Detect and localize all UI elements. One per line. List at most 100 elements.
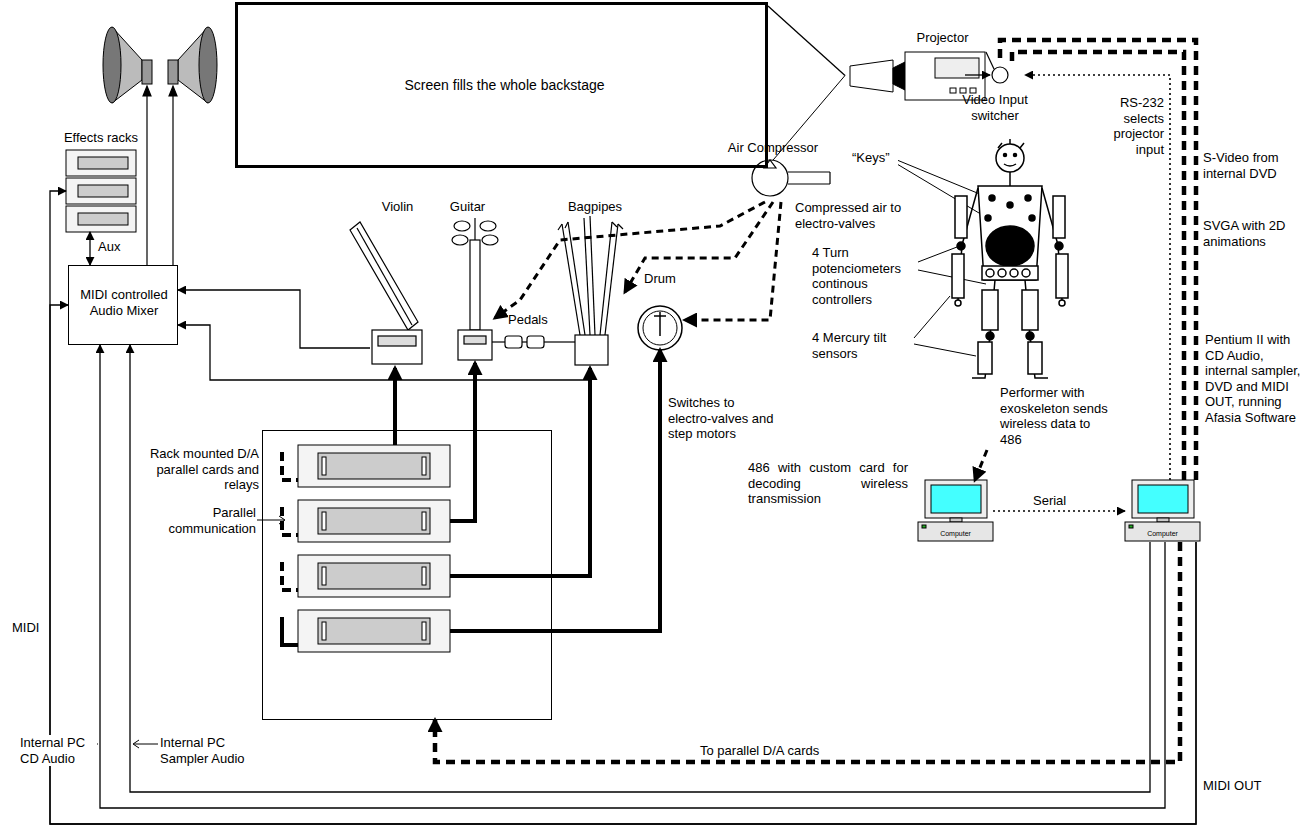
leader-lines <box>134 744 158 745</box>
performer-figure <box>1025 195 1031 201</box>
drum: Drum <box>635 270 685 350</box>
bagpipes-drawing <box>605 224 618 335</box>
node-text: Bagpipes <box>560 199 630 215</box>
switcher-icon <box>986 52 994 69</box>
performer-figure <box>1059 300 1065 306</box>
connector <box>100 345 1165 808</box>
connector <box>178 325 590 380</box>
annotation-label: MIDI <box>12 620 46 636</box>
computer-pentium-drawing <box>1138 485 1188 513</box>
connector <box>178 290 370 348</box>
violin-drawing <box>372 330 422 364</box>
air-compressor-drawing <box>788 183 830 184</box>
connector <box>89 232 90 265</box>
projector-drawing <box>850 60 893 92</box>
air-compressor: Air Compressor <box>728 140 818 202</box>
switcher-icon <box>986 52 1008 83</box>
performer-figure <box>952 254 964 298</box>
audio-mixer: MIDI controlled Audio Mixer <box>68 265 178 345</box>
speaker-feeds <box>143 86 151 96</box>
rack-units <box>298 610 450 652</box>
connector <box>50 305 1196 824</box>
air-compressor-drawing <box>829 172 830 184</box>
performer-figure <box>1004 164 1016 166</box>
parallel-bus <box>282 452 298 480</box>
performer-figure <box>955 196 967 238</box>
guitar-drawing <box>474 218 475 240</box>
performer-figure <box>1004 154 1007 157</box>
node-text: Projector <box>895 30 990 46</box>
speakers <box>168 60 178 84</box>
performer-figure <box>982 290 998 330</box>
leader-lines <box>914 296 950 338</box>
effects-rack-units <box>66 150 136 176</box>
computer-pentium-drawing <box>1125 522 1200 541</box>
rack-units <box>422 622 426 640</box>
computer-pentium-drawing <box>1132 480 1194 518</box>
connector <box>130 345 1150 792</box>
computer-486-drawing <box>925 480 987 518</box>
bagpipes-drawing <box>590 216 595 335</box>
rack-units <box>422 512 426 530</box>
performer-figure <box>998 269 1006 277</box>
guitar-drawing <box>464 336 486 344</box>
guitar: Guitar <box>440 198 495 363</box>
guitar-drawing <box>482 235 498 245</box>
performer-figure <box>1014 154 1017 157</box>
effects-rack-units <box>78 185 128 197</box>
relay-outputs <box>450 574 552 578</box>
performer-figure <box>989 195 995 201</box>
bagpipes-drawing <box>575 335 608 365</box>
connector <box>1000 40 1196 480</box>
drum-drawing <box>654 315 666 317</box>
node-text: Computer <box>1125 530 1200 538</box>
edge-label: SVGA with 2D animations <box>1203 218 1300 249</box>
connector <box>393 368 397 430</box>
effects-rack-units <box>66 178 136 204</box>
node-text: Performer with exoskeleton sends wireles… <box>1000 385 1110 447</box>
rack-units <box>322 512 326 530</box>
computer-pentium: Pentium II with CD Audio, internal sampl… <box>1125 480 1200 542</box>
projector-drawing <box>893 62 905 90</box>
guitar-drawing <box>470 240 480 330</box>
node-text: Pentium II with CD Audio, internal sampl… <box>1205 332 1302 426</box>
annotation-label: Internal PC Sampler Audio <box>160 735 256 766</box>
rack-units <box>298 555 450 597</box>
node-text: Rack mounted D/A parallel cards and rela… <box>141 446 259 493</box>
computer-486-drawing <box>950 518 962 522</box>
node-text: Screen fills the whole backstage <box>238 77 771 94</box>
guitar-drawing <box>480 221 496 231</box>
pedals-drawing <box>522 341 527 342</box>
connector <box>495 202 765 318</box>
node-text: MIDI controlled Audio Mixer <box>72 287 176 318</box>
performer-figure <box>978 186 1042 280</box>
connector <box>435 542 1180 762</box>
connector <box>50 191 1196 824</box>
guitar-drawing <box>452 218 498 360</box>
rack-units <box>422 567 426 585</box>
leader-lines <box>918 247 957 262</box>
performer-figure <box>957 242 965 250</box>
performer-figure <box>996 144 1024 172</box>
rack-units <box>322 622 326 640</box>
rack-units <box>298 500 450 542</box>
rack-units <box>322 457 326 475</box>
violin-drawing <box>357 228 412 325</box>
rack-units <box>318 563 430 589</box>
pedals-drawing <box>527 336 544 348</box>
computer-pentium-drawing <box>1125 480 1200 541</box>
edge-label: Serial <box>1033 493 1093 509</box>
parallel-bus <box>282 452 298 645</box>
computer-pentium-drawing <box>1129 525 1133 528</box>
performer-figure <box>1053 196 1065 238</box>
projector-drawing <box>950 88 956 93</box>
rack-units <box>318 453 430 479</box>
performer-figure <box>986 269 994 277</box>
connector <box>965 74 990 75</box>
connector <box>993 510 1125 512</box>
speakers <box>103 27 217 103</box>
node-text: Effects racks <box>56 130 146 146</box>
node-text: Computer <box>918 530 993 538</box>
connector <box>685 202 781 320</box>
drum-drawing <box>643 311 677 345</box>
